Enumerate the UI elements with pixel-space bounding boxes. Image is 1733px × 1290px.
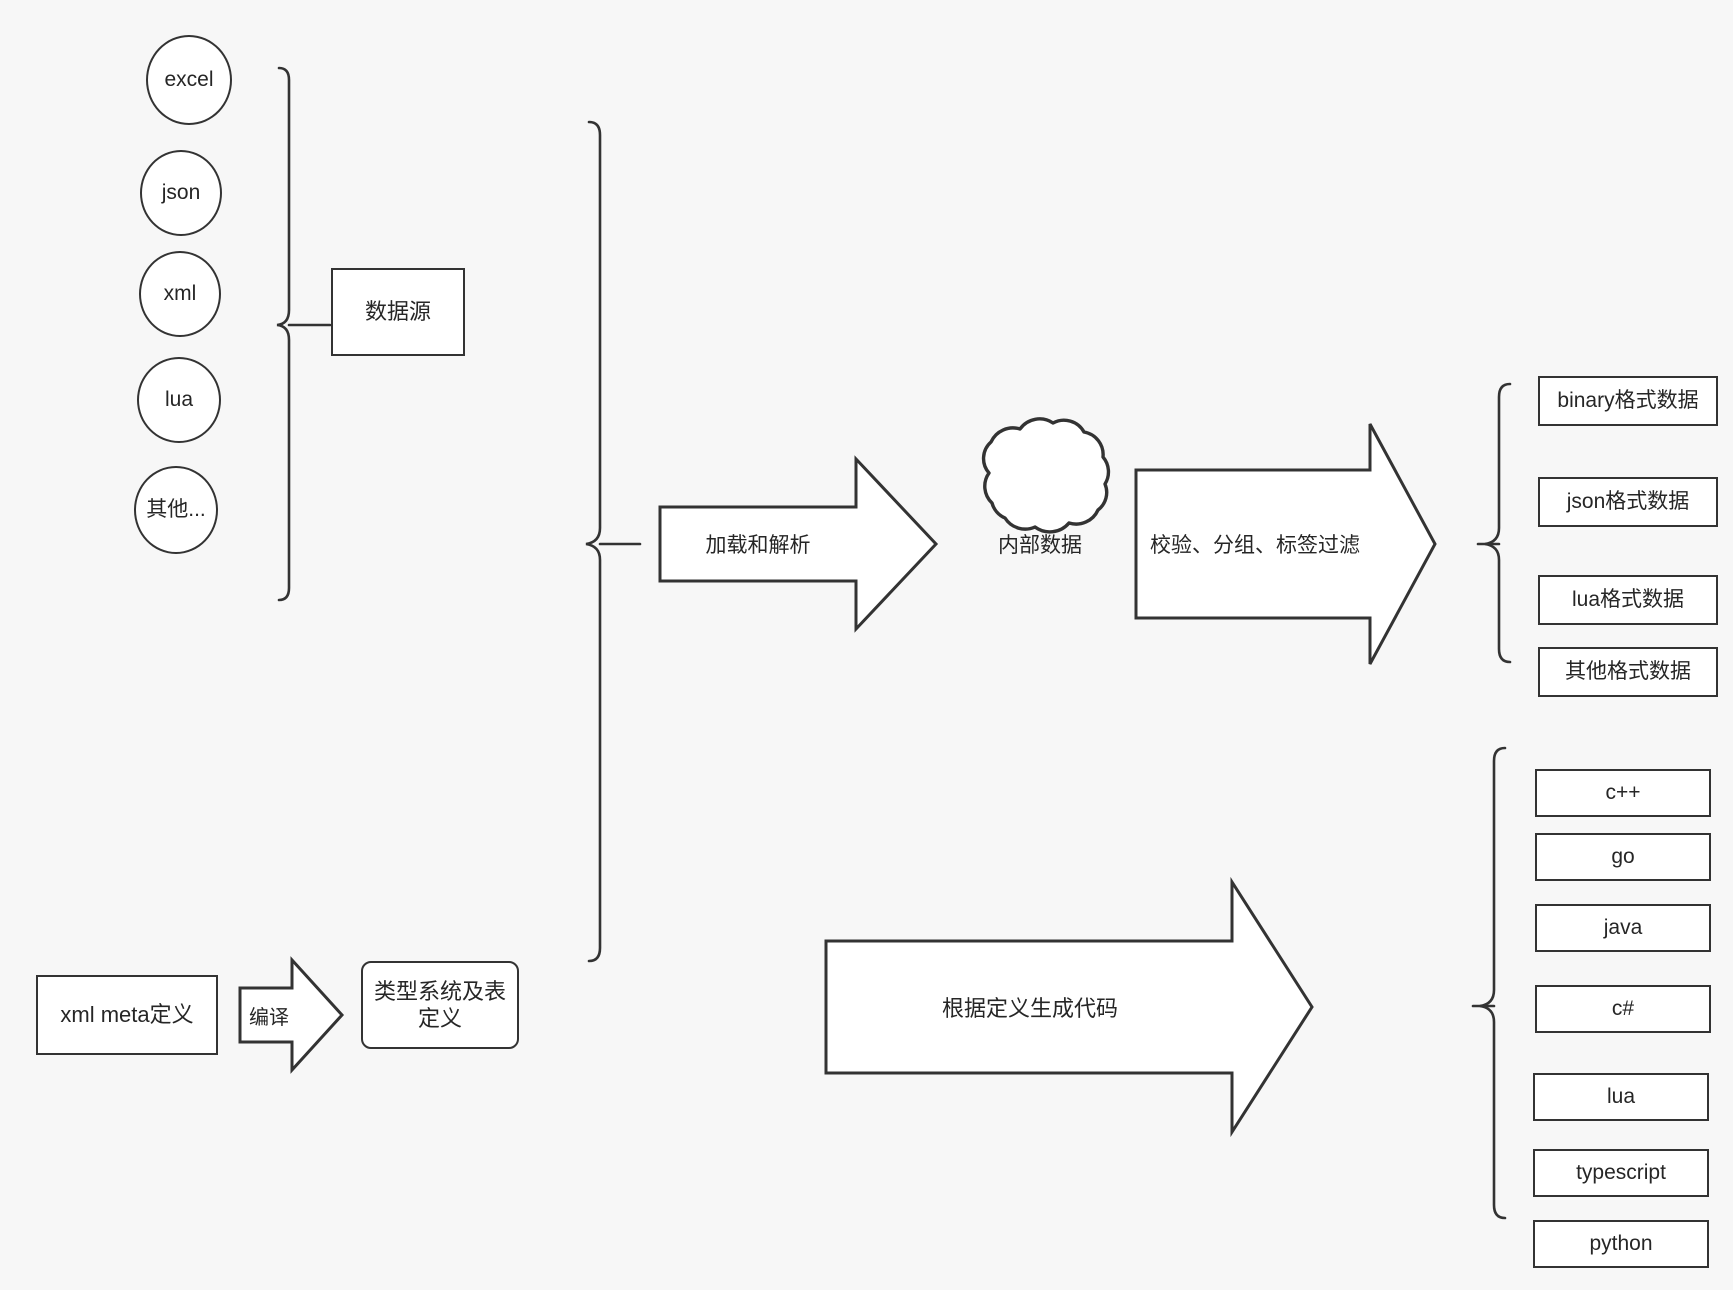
data-output-box-binary[interactable]: binary格式数据 bbox=[1538, 376, 1718, 426]
code-output-label: python bbox=[1589, 1231, 1653, 1255]
source-label: lua bbox=[164, 387, 194, 411]
data-source-label: 数据源 bbox=[364, 299, 431, 325]
data-output-label: binary格式数据 bbox=[1557, 388, 1699, 412]
compile-text: 编译 bbox=[249, 1006, 289, 1029]
load-parse-text: 加载和解析 bbox=[705, 534, 811, 557]
code-output-label: go bbox=[1611, 844, 1635, 868]
codegen-arrow-label: 根据定义生成代码 bbox=[830, 983, 1230, 1031]
codegen-text: 根据定义生成代码 bbox=[941, 996, 1118, 1021]
type-system-label: 类型系统及表定义 bbox=[373, 978, 506, 1032]
code-output-box-typescript[interactable]: typescript bbox=[1533, 1149, 1709, 1197]
internal-data-cloud-label: 内部数据 bbox=[985, 520, 1095, 568]
code-output-box-java[interactable]: java bbox=[1535, 904, 1711, 952]
data-output-label: 其他格式数据 bbox=[1565, 659, 1691, 683]
code-output-box-lua[interactable]: lua bbox=[1533, 1073, 1709, 1121]
code-outputs-brace bbox=[1471, 746, 1507, 1220]
data-output-box-json[interactable]: json格式数据 bbox=[1538, 477, 1718, 527]
code-output-box-python[interactable]: python bbox=[1533, 1220, 1709, 1268]
source-label: 其他... bbox=[146, 497, 206, 521]
data-output-box-lua[interactable]: lua格式数据 bbox=[1538, 575, 1718, 625]
code-output-box-csharp[interactable]: c# bbox=[1535, 985, 1711, 1033]
validate-arrow-label: 校验、分组、标签过滤 bbox=[1140, 520, 1370, 568]
source-label: json bbox=[161, 180, 201, 204]
main-brace bbox=[585, 120, 642, 963]
code-output-box-go[interactable]: go bbox=[1535, 833, 1711, 881]
code-output-label: typescript bbox=[1576, 1160, 1666, 1184]
data-output-box-other[interactable]: 其他格式数据 bbox=[1538, 647, 1718, 697]
source-ellipse-xml[interactable]: xml bbox=[139, 251, 221, 337]
internal-data-cloud bbox=[981, 417, 1111, 534]
source-label: xml bbox=[163, 281, 197, 305]
validate-text: 校验、分组、标签过滤 bbox=[1150, 534, 1360, 557]
load-parse-arrow-label: 加载和解析 bbox=[660, 520, 856, 568]
data-output-label: json格式数据 bbox=[1566, 489, 1690, 513]
xml-meta-label: xml meta定义 bbox=[60, 1002, 194, 1028]
data-outputs-brace bbox=[1476, 382, 1512, 664]
code-output-label: c++ bbox=[1605, 780, 1641, 804]
type-system-box[interactable]: 类型系统及表定义 bbox=[361, 961, 519, 1049]
data-source-box[interactable]: 数据源 bbox=[331, 268, 465, 356]
data-output-label: lua格式数据 bbox=[1571, 587, 1685, 611]
xml-meta-definition-box[interactable]: xml meta定义 bbox=[36, 975, 218, 1055]
source-ellipse-excel[interactable]: excel bbox=[146, 35, 232, 125]
source-ellipse-other[interactable]: 其他... bbox=[134, 466, 218, 554]
code-output-label: c# bbox=[1611, 996, 1635, 1020]
source-label: excel bbox=[164, 67, 214, 91]
compile-arrow-label: 编译 bbox=[240, 991, 298, 1039]
code-output-box-cpp[interactable]: c++ bbox=[1535, 769, 1711, 817]
internal-data-text: 内部数据 bbox=[998, 534, 1082, 557]
sources-brace bbox=[276, 66, 332, 602]
source-ellipse-lua[interactable]: lua bbox=[137, 357, 221, 443]
code-output-label: java bbox=[1603, 915, 1643, 939]
source-ellipse-json[interactable]: json bbox=[140, 150, 222, 236]
code-output-label: lua bbox=[1606, 1084, 1636, 1108]
